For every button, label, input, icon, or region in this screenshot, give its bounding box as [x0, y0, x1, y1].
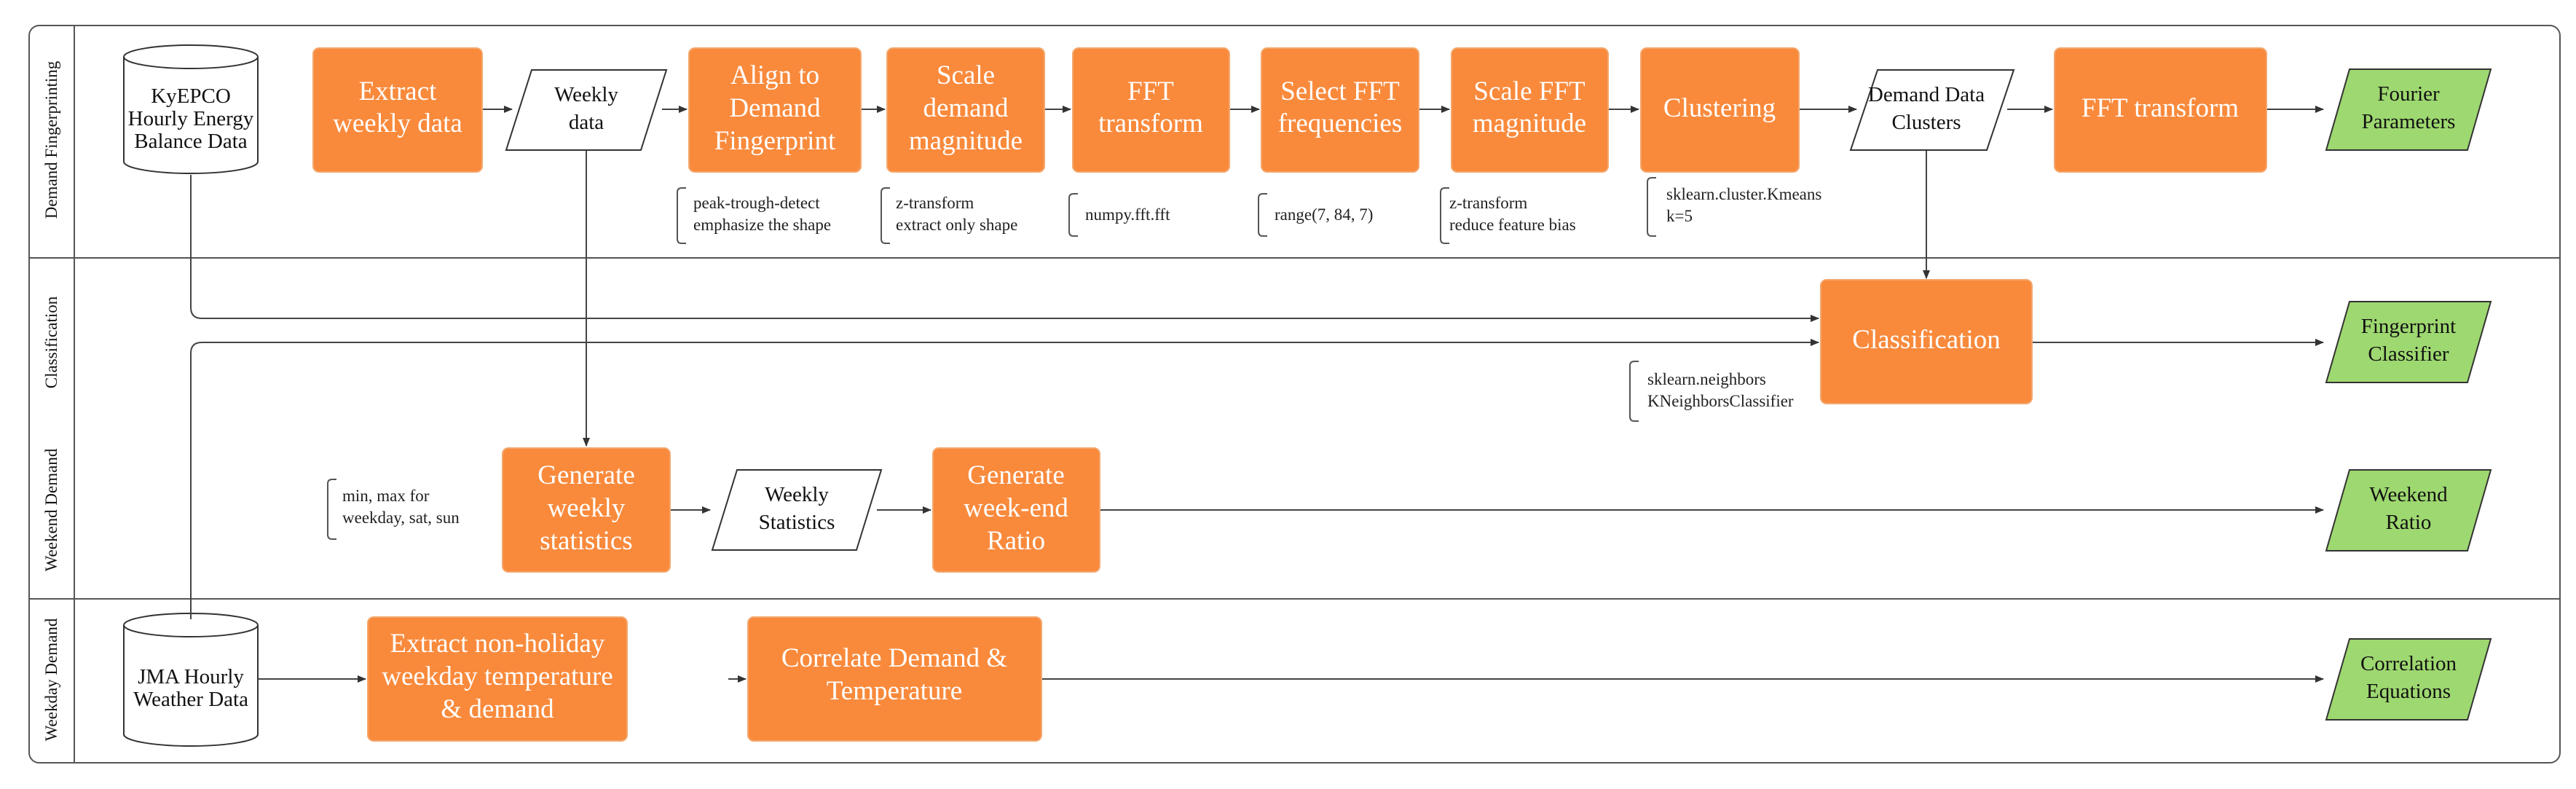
- svg-text:FFT transform: FFT transform: [2081, 93, 2239, 123]
- lane-label-weekend: Weekend Demand: [42, 448, 60, 571]
- note-numpy-fft: numpy.fft.fft: [1068, 193, 1170, 237]
- lane-label-classification: Classification: [42, 296, 60, 388]
- svg-text:Classification: Classification: [1852, 325, 2000, 355]
- lane-label-weekday: Weekday Demand: [42, 618, 60, 741]
- svg-text:Correlate Demand &Temperature: Correlate Demand &Temperature: [781, 643, 1007, 706]
- svg-text:numpy.fft.fft: numpy.fft.fft: [1085, 205, 1170, 224]
- svg-text:Clustering: Clustering: [1663, 93, 1776, 123]
- step-correlate: Correlate Demand &Temperature: [747, 616, 1042, 742]
- step-clustering: Clustering: [1640, 47, 1800, 173]
- lane-label-fingerprinting: Demand Fingerprinting: [42, 60, 60, 219]
- step-fft-transform-final: FFT transform: [2054, 47, 2267, 173]
- svg-text:range(7, 84, 7): range(7, 84, 7): [1275, 205, 1373, 224]
- step-classification: Classification: [1820, 279, 2033, 404]
- note-range: range(7, 84, 7): [1258, 193, 1373, 237]
- connectors: [190, 106, 2324, 683]
- diagram-frame: [28, 25, 2561, 764]
